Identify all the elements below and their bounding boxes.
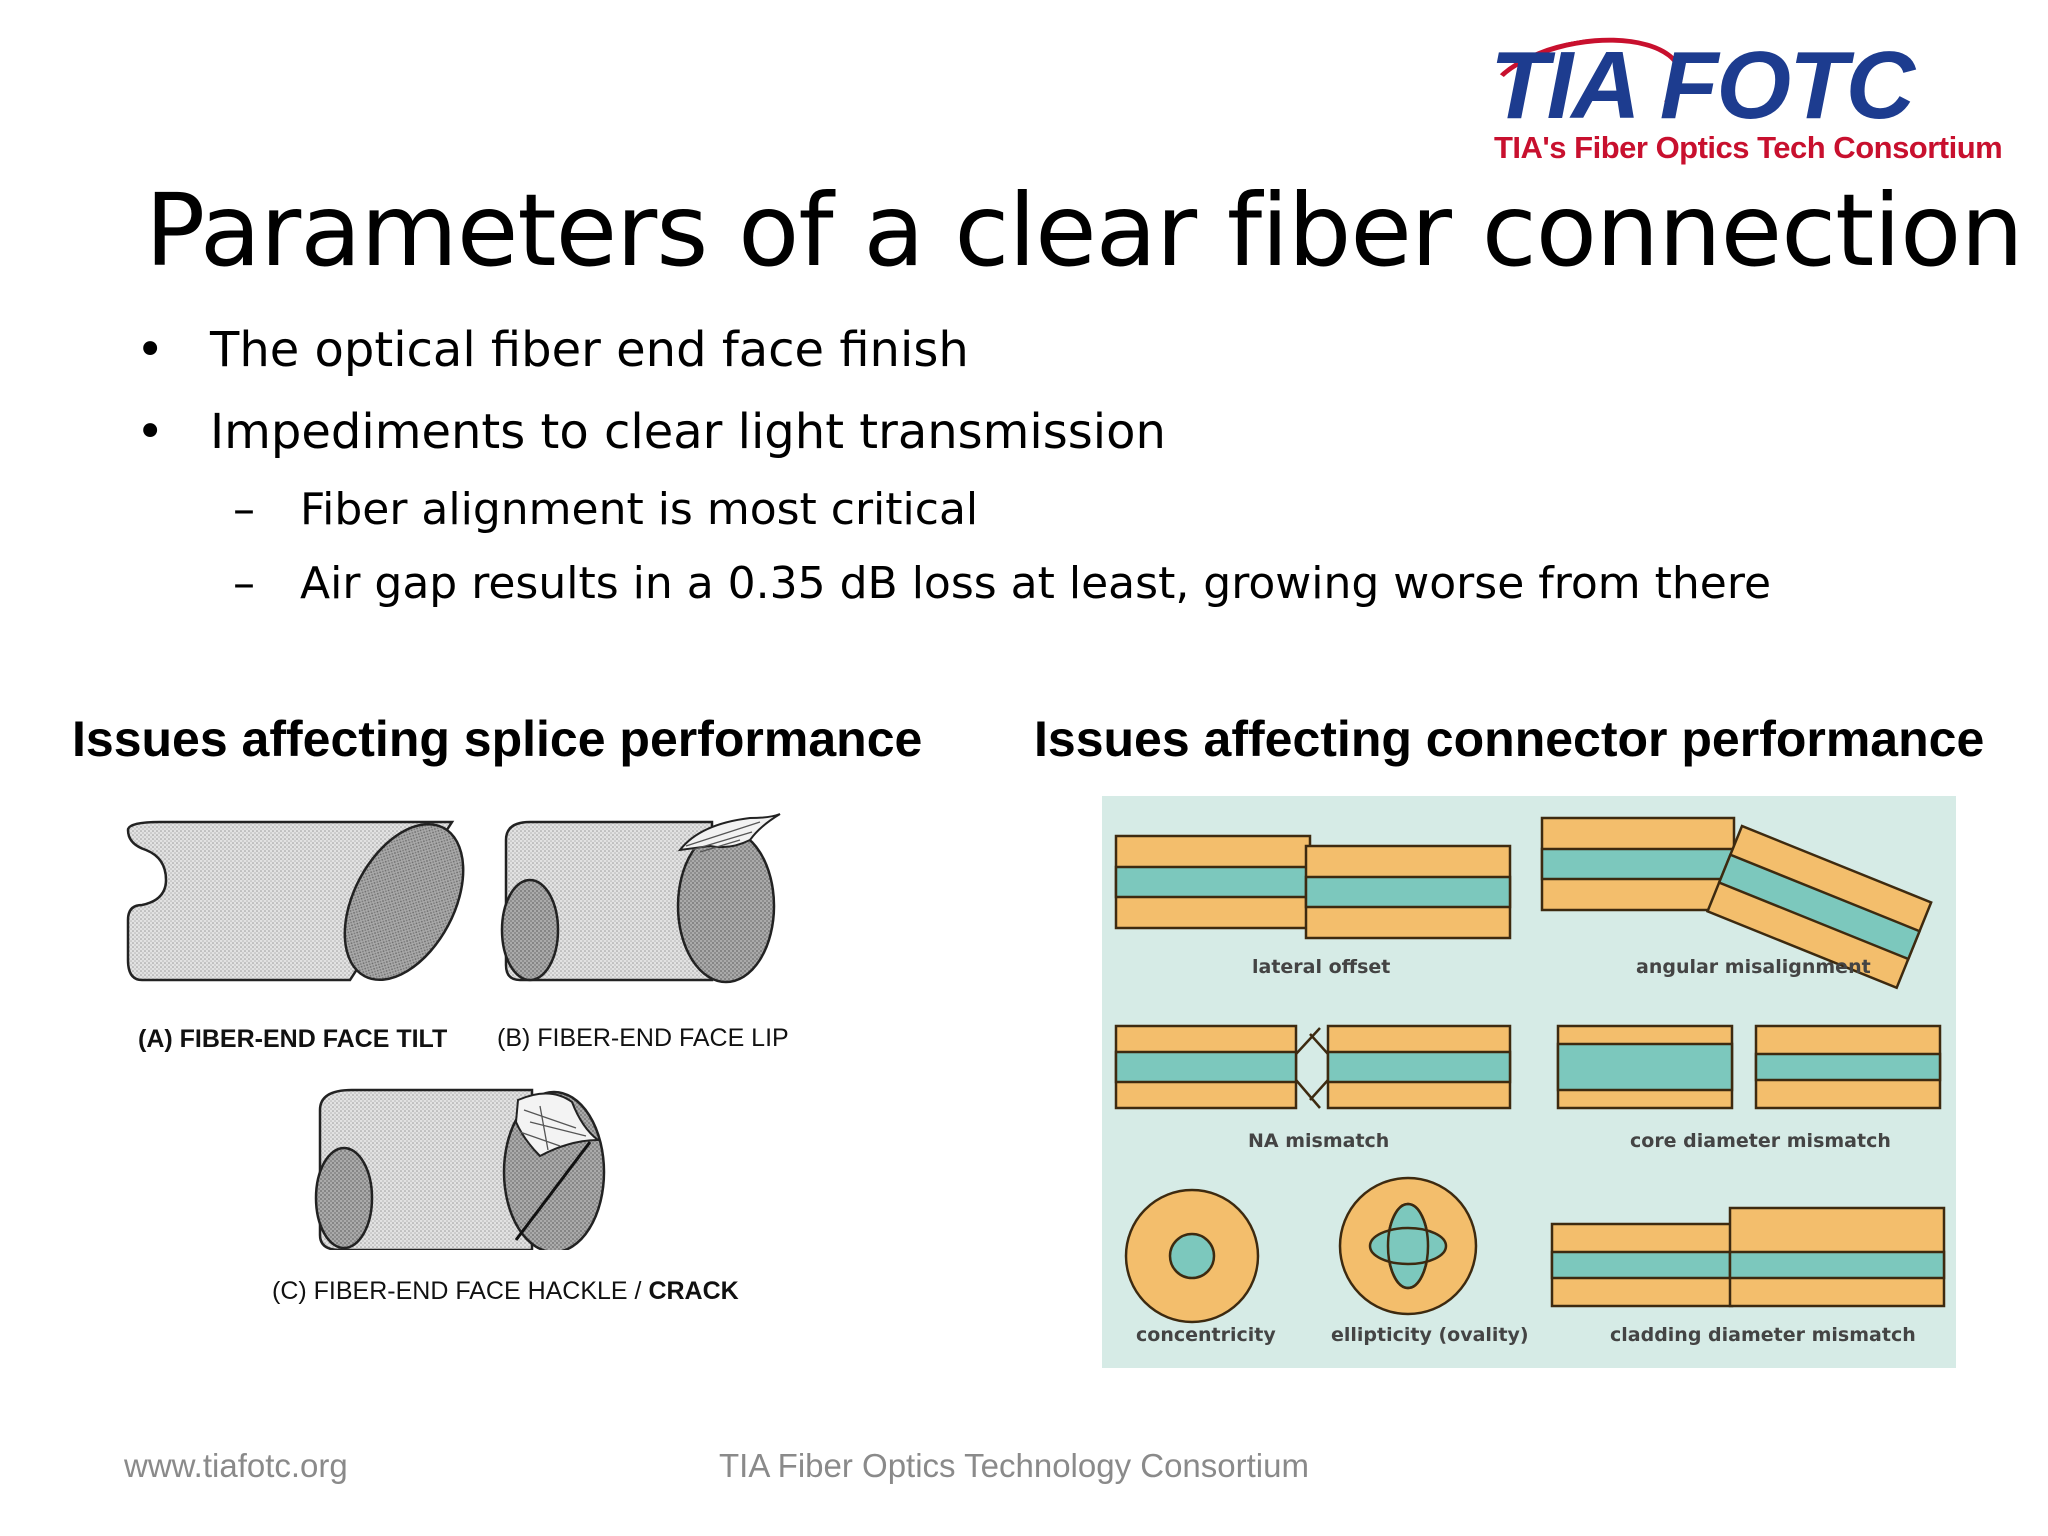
connector-issues-illustration xyxy=(1114,816,1946,1324)
label-lateral-offset: lateral offset xyxy=(1252,956,1391,978)
fiber-lip-drawing xyxy=(500,813,781,984)
lateral-offset-diagram xyxy=(1114,834,1512,940)
fiber-tilt-drawing xyxy=(126,820,465,982)
label-cladding-diameter-mismatch: cladding diameter mismatch xyxy=(1610,1324,1916,1346)
caption-face-hackle: (C) FIBER-END FACE HACKLE / CRACK xyxy=(272,1277,739,1306)
sub-bullet-text: Fiber alignment is most critical xyxy=(300,484,979,535)
sub-bullet-item: – Air gap results in a 0.35 dB loss at l… xyxy=(233,558,1772,609)
sub-bullet-text: Air gap results in a 0.35 dB loss at lea… xyxy=(300,558,1772,609)
label-angular-misalignment: angular misalignment xyxy=(1636,956,1871,978)
label-core-diameter-mismatch: core diameter mismatch xyxy=(1630,1130,1891,1152)
concentricity-diagram xyxy=(1124,1188,1260,1324)
footer-organization: TIA Fiber Optics Technology Consortium xyxy=(719,1447,1309,1484)
bullet-marker: • xyxy=(136,404,165,460)
logo-tagline: TIA's Fiber Optics Tech Consortium xyxy=(1494,130,2003,165)
cladding-diameter-mismatch-diagram xyxy=(1550,1206,1946,1308)
connector-heading: Issues affecting connector performance xyxy=(1034,711,1985,767)
connector-issues-panel: lateral offset angular misalignment NA m… xyxy=(1102,796,1956,1368)
slide-title: Parameters of a clear fiber connection xyxy=(145,172,2024,289)
sub-bullet-marker: – xyxy=(233,558,255,609)
tia-fotc-logo: TIA FOTC TIA's Fiber Optics Tech Consort… xyxy=(1477,23,2003,178)
bullet-text: Impediments to clear light transmission xyxy=(210,404,1166,460)
ellipticity-diagram xyxy=(1338,1176,1478,1316)
fiber-hackle-drawing xyxy=(314,1088,606,1250)
caption-face-lip: (B) FIBER-END FACE LIP xyxy=(497,1024,789,1052)
bullet-item: • The optical fiber end face finish xyxy=(136,322,969,378)
caption-crack-text: CRACK xyxy=(648,1277,739,1305)
footer-url: www.tiafotc.org xyxy=(124,1447,348,1484)
caption-face-tilt: (A) FIBER-END FACE TILT xyxy=(138,1025,448,1053)
splice-defects-illustration xyxy=(126,813,781,1250)
na-mismatch-diagram xyxy=(1114,1024,1512,1110)
bullet-text: The optical fiber end face finish xyxy=(210,322,969,378)
logo-wordmark: TIA FOTC xyxy=(1490,32,1915,139)
angular-misalignment-diagram xyxy=(1540,816,1933,990)
label-ellipticity: ellipticity (ovality) xyxy=(1331,1324,1529,1346)
bullet-marker: • xyxy=(136,322,165,378)
splice-heading: Issues affecting splice performance xyxy=(72,711,923,767)
sub-bullet-marker: – xyxy=(233,484,255,535)
sub-bullet-item: – Fiber alignment is most critical xyxy=(233,484,979,535)
label-na-mismatch: NA mismatch xyxy=(1248,1130,1390,1152)
caption-hackle-text: (C) FIBER-END FACE HACKLE / xyxy=(272,1277,649,1305)
core-diameter-mismatch-diagram xyxy=(1556,1024,1942,1110)
label-concentricity: concentricity xyxy=(1136,1324,1276,1346)
bullet-item: • Impediments to clear light transmissio… xyxy=(136,404,1166,460)
